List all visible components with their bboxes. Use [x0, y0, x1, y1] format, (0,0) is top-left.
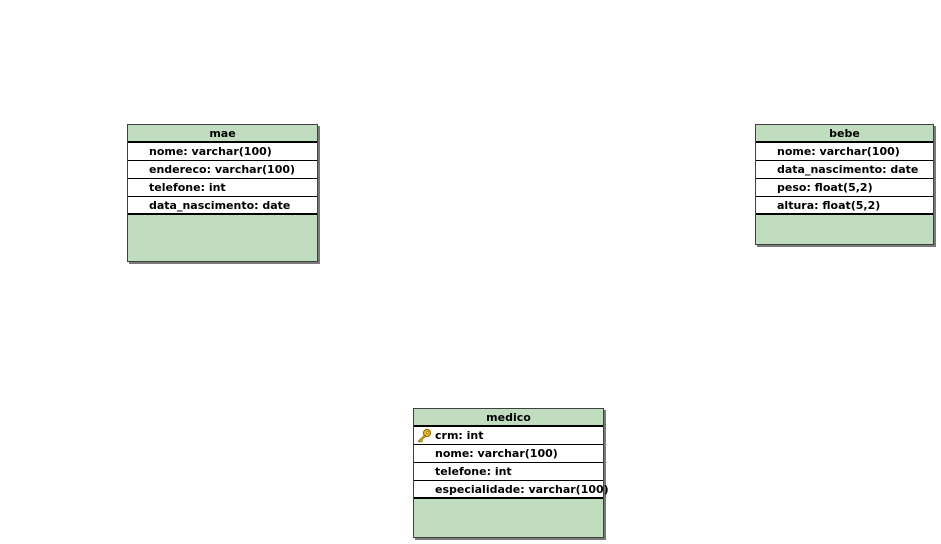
attribute-label: endereco: varchar(100)	[149, 163, 296, 176]
entity-footer	[128, 215, 317, 261]
attribute-label: altura: float(5,2)	[777, 199, 881, 212]
attribute-row[interactable]: data_nascimento: date	[756, 161, 933, 179]
attribute-label: nome: varchar(100)	[149, 145, 272, 158]
attribute-row[interactable]: endereco: varchar(100)	[128, 161, 317, 179]
attribute-label: telefone: int	[435, 465, 512, 478]
attribute-label: crm: int	[435, 429, 484, 442]
attribute-label: especialidade: varchar(100)	[435, 483, 609, 496]
attribute-row[interactable]: especialidade: varchar(100)	[414, 481, 609, 499]
entity-bebe[interactable]: bebe nome: varchar(100) data_nascimento:…	[755, 124, 934, 245]
attribute-row[interactable]: nome: varchar(100)	[414, 445, 603, 463]
attribute-row[interactable]: data_nascimento: date	[128, 197, 317, 215]
key-icon	[417, 428, 432, 443]
entity-footer	[756, 215, 933, 244]
entity-medico[interactable]: medico crm: int nome: varchar(100) telef…	[413, 408, 609, 538]
attribute-row[interactable]: telefone: int	[128, 179, 317, 197]
attribute-label: nome: varchar(100)	[435, 447, 558, 460]
entity-title: medico	[414, 409, 603, 427]
attribute-label: data_nascimento: date	[777, 163, 919, 176]
attribute-row-primary-key[interactable]: crm: int	[414, 427, 603, 445]
attribute-label: telefone: int	[149, 181, 226, 194]
attribute-label: data_nascimento: date	[149, 199, 291, 212]
attribute-label: peso: float(5,2)	[777, 181, 873, 194]
attribute-label: nome: varchar(100)	[777, 145, 900, 158]
attribute-row[interactable]: nome: varchar(100)	[128, 143, 317, 161]
entity-footer	[414, 499, 603, 537]
entity-title: bebe	[756, 125, 933, 143]
attribute-row[interactable]: nome: varchar(100)	[756, 143, 933, 161]
attribute-row[interactable]: altura: float(5,2)	[756, 197, 933, 215]
entity-title: mae	[128, 125, 317, 143]
entity-mae[interactable]: mae nome: varchar(100) endereco: varchar…	[127, 124, 318, 262]
attribute-row[interactable]: peso: float(5,2)	[756, 179, 933, 197]
attribute-row[interactable]: telefone: int	[414, 463, 603, 481]
